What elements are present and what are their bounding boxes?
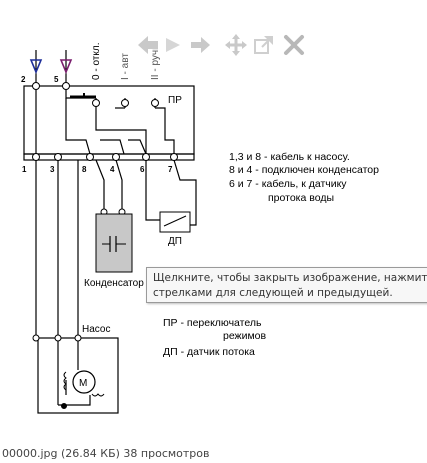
tooltip-line-2: стрелками для следующей и предыдущей.	[153, 287, 393, 299]
switch-position-2: II - ручн	[150, 44, 161, 80]
note-line-1: 1,3 и 8 - кабель к насосу.	[229, 151, 350, 163]
terminal-label-1: 1	[22, 165, 27, 174]
note-line-4: протока воды	[268, 192, 334, 204]
external-link-icon	[254, 36, 273, 54]
switch-position-1: I - авт	[120, 53, 131, 80]
capacitor-label: Конденсатор	[84, 278, 144, 289]
flow-sensor-label: ДП	[168, 236, 182, 247]
tooltip-line-1: Щелкните, чтобы закрыть изображение, наж…	[153, 272, 427, 284]
terminal-label-6: 6	[140, 165, 145, 174]
note-line-2: 8 и 4 - подключен конденсатор	[229, 164, 379, 176]
note-line-3: 6 и 7 - кабель, к датчику	[229, 178, 347, 190]
arrow-2-icon	[29, 59, 43, 75]
terminal-label-7: 7	[168, 165, 173, 174]
terminal-label-4: 4	[110, 165, 115, 174]
motor-circle	[72, 370, 96, 394]
terminal-label-5: 5	[54, 75, 59, 84]
move-icon	[225, 34, 247, 56]
terminal-block	[23, 153, 195, 161]
legend-dp: ДП - датчик потока	[163, 346, 255, 358]
arrow-5-icon	[59, 59, 73, 75]
legend-pr-line-1: ПР - переключатель	[163, 317, 262, 329]
image-caption: 00000.jpg (26.84 КБ) 38 просмотров	[2, 447, 210, 460]
switch-position-0: 0 - откл.	[91, 43, 102, 80]
move-button[interactable]	[224, 32, 248, 58]
prev-button[interactable]	[136, 32, 160, 58]
rotate-icon	[166, 38, 180, 52]
arrow-left-icon	[138, 36, 158, 54]
arrow-right-icon	[191, 37, 210, 53]
switch-label: ПР	[168, 95, 182, 106]
close-button[interactable]	[282, 32, 306, 58]
legend-pr-line-2: режимов	[223, 330, 267, 342]
close-icon	[284, 35, 304, 55]
pump-label: Насос	[82, 324, 110, 335]
rotate-button[interactable]	[160, 32, 184, 58]
viewer-tooltip: Щелкните, чтобы закрыть изображение, наж…	[146, 267, 427, 303]
terminal-label-2: 2	[21, 75, 26, 84]
wiring-diagram[interactable]: 2 5 0 - откл. I - авт II - ручн ПР 1 3 8…	[0, 0, 427, 440]
open-external-button[interactable]	[252, 32, 276, 58]
terminal-label-3: 3	[50, 165, 55, 174]
motor-label: M	[79, 378, 87, 389]
next-button[interactable]	[188, 32, 212, 58]
flow-sensor-box	[159, 211, 191, 233]
terminal-label-8: 8	[82, 165, 87, 174]
capacitor-body	[95, 213, 133, 273]
